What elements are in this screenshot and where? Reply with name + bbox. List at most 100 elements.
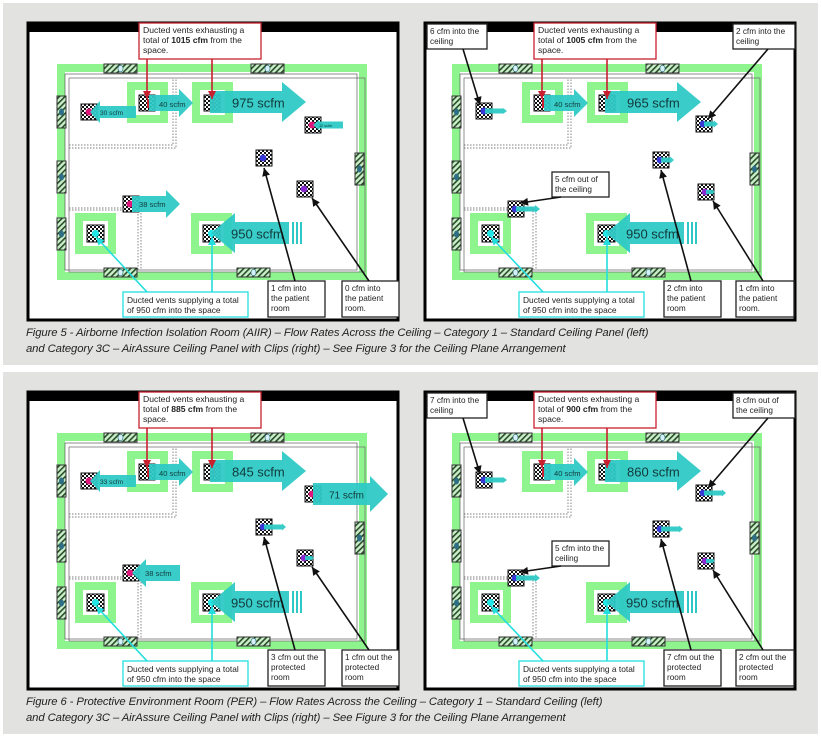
- callout-text-line: room: [667, 304, 686, 313]
- figure-6-caption: Figure 6 - Protective Environment Room (…: [26, 694, 806, 726]
- ceiling-grid-outline: [463, 446, 761, 642]
- exhaust-callout-text: from the: [208, 35, 242, 45]
- leak-dot: [126, 569, 134, 577]
- wall-grille-icon: [56, 464, 67, 498]
- callout-text-line: 3 cfm out the: [271, 653, 319, 662]
- exhaust-callout-text: total of: [143, 35, 171, 45]
- exhaust-total: 1015 cfm: [171, 35, 208, 45]
- leak-dot: [85, 477, 93, 485]
- bottom-right-leak-arrow: [305, 555, 314, 561]
- callout-text-line: protected: [345, 663, 380, 672]
- callout-text-line: 1 cfm into: [739, 284, 775, 293]
- top-left-flow-arrow: [90, 470, 136, 492]
- exhaust-callout-line-1: Ducted vents exhausting a: [143, 394, 244, 404]
- callout-text-line: the ceiling: [555, 185, 592, 194]
- leak-pointer-arrow: [707, 417, 769, 489]
- wall-grille-icon: [451, 160, 462, 194]
- exhaust-callout-line-2: total of 900 cfm from the: [538, 404, 632, 414]
- middle-leak-arrow: [661, 525, 683, 533]
- wall-grille-icon: [451, 464, 462, 498]
- wall-grille-icon: [103, 636, 138, 647]
- supply-callout-line-1: Ducted vents supplying a total: [523, 664, 635, 674]
- wall-grille-icon: [451, 529, 462, 563]
- caption-line-2: and Category 3C – AirAssure Ceiling Pane…: [26, 712, 566, 724]
- flow-stripe: [695, 591, 697, 613]
- exhaust-callout-line-1: Ducted vents exhausting a: [143, 25, 244, 35]
- wall-grille-icon: [645, 432, 680, 443]
- wall-grille-icon: [103, 267, 138, 278]
- flow-stripe: [695, 222, 697, 244]
- callout-text-line: 0 cfm into: [345, 284, 381, 293]
- callout-text-line: protected: [271, 663, 306, 672]
- exhaust-pointer-arrow: [208, 428, 216, 468]
- supply-pointer-arrow: [95, 605, 148, 662]
- supply-pointer-arrow: [603, 606, 611, 661]
- exhaust-callout-line-3: space.: [143, 414, 168, 424]
- top-right-flow-arrow: [313, 476, 388, 512]
- exhaust-marker: [542, 99, 545, 108]
- lower-left-flow-arrow: [132, 559, 180, 587]
- supply-callout-line-2: of 950 cfm into the space: [523, 674, 617, 684]
- supply-callout-line-1: Ducted vents supplying a total: [127, 664, 239, 674]
- diagram-frame: [423, 390, 797, 691]
- flow-stripe: [292, 222, 294, 244]
- callout-text-line: room: [667, 673, 686, 682]
- callout-text-line: ceiling: [736, 37, 760, 46]
- exhaust-marker: [147, 468, 150, 477]
- main-supply-flow-arrow: [211, 582, 289, 622]
- exhaust-callout-line-2: total of 1005 cfm from the: [538, 35, 637, 45]
- small-exhaust-flow-label: 40 scfm: [554, 469, 581, 478]
- callout-text-line: room: [739, 673, 758, 682]
- top-left-flow-arrow: [90, 101, 136, 123]
- flow-stripe: [300, 222, 302, 244]
- supply-dot: [486, 598, 495, 607]
- leak-pointer-arrow: [712, 200, 764, 282]
- caption-line-1: Figure 6 - Protective Environment Room (…: [26, 696, 603, 708]
- main-exhaust-flow-label: 975 scfm: [232, 96, 285, 111]
- callout-text-line: ceiling: [430, 37, 454, 46]
- diagram-frame: [26, 21, 400, 322]
- wall-grille-icon: [250, 432, 285, 443]
- top-right-leak-arrow: [704, 120, 718, 128]
- flow-stripe: [296, 222, 298, 244]
- exhaust-callout-text: total of: [143, 404, 171, 414]
- flow-stripe: [292, 591, 294, 613]
- leak-dot: [259, 154, 267, 162]
- leak-dot: [308, 121, 316, 129]
- lower-left-leak-arrow: [516, 205, 540, 213]
- callout-text-line: the patient: [345, 294, 384, 303]
- wall-grille-icon: [354, 152, 365, 186]
- top-right-flow-label: 71 scfm: [329, 491, 364, 502]
- leak-pointer-arrow: [712, 569, 764, 651]
- wall-grille-icon: [631, 636, 666, 647]
- small-exhaust-flow-label: 40 scfm: [554, 100, 581, 109]
- exhaust-pointer-arrow: [143, 428, 151, 468]
- callout-text-line: room: [271, 304, 290, 313]
- wall-grille-icon: [56, 586, 67, 620]
- wall-grille-icon: [749, 152, 760, 186]
- leak-pointer-arrow: [311, 197, 370, 282]
- leak-pointer-arrow: [519, 196, 562, 206]
- leak-pointer-arrow: [519, 565, 562, 575]
- wall-grille-icon: [354, 521, 365, 555]
- small-exhaust-flow-label: 40 scfm: [159, 100, 186, 109]
- main-exhaust-flow-label: 845 scfm: [232, 465, 285, 480]
- wall-grille-icon: [451, 217, 462, 251]
- leak-pointer-arrow: [262, 536, 296, 651]
- leak-pointer-arrow: [462, 417, 482, 475]
- leak-pointer-arrow: [707, 48, 769, 120]
